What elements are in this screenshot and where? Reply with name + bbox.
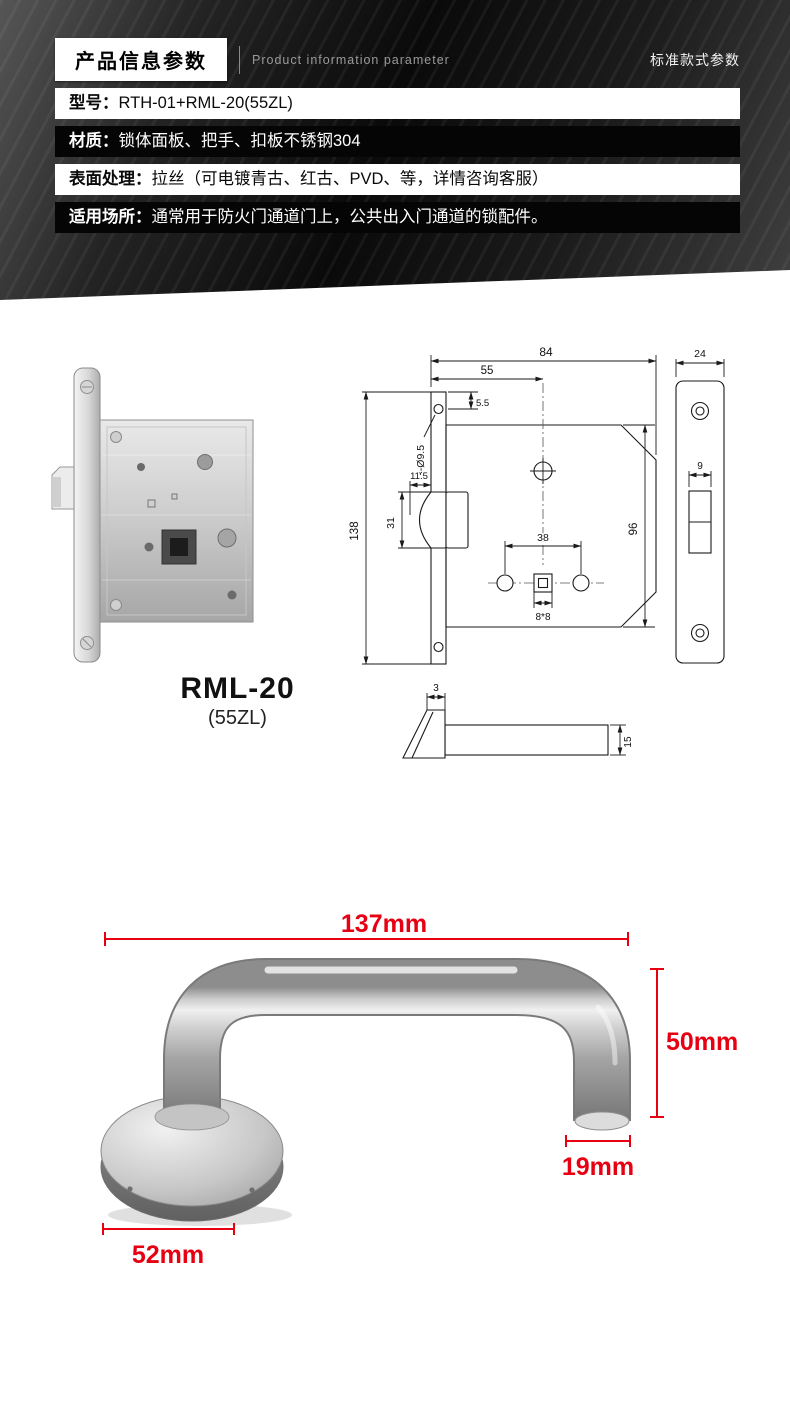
latch-profile: [419, 491, 447, 549]
handle-photo-section: 137mm 50mm 19mm 52mm: [0, 895, 790, 1401]
lock-case-photo: [99, 419, 254, 623]
latch-side-view: 3 15: [402, 682, 636, 759]
technical-drawings-section: 84 55 5.5 3-Ø9.5 11.5 31: [0, 295, 790, 895]
spec-label: 适用场所：: [69, 208, 152, 226]
handle-photo-svg: 137mm 50mm 19mm 52mm: [100, 910, 738, 1269]
header-divider: [239, 45, 240, 74]
spec-value: 锁体面板、把手、扣板不锈钢304: [118, 132, 361, 150]
dim-backset: 55: [481, 365, 494, 377]
dim-latch-height: 31: [385, 517, 397, 529]
handle-dimensions: 137mm 50mm 19mm 52mm: [102, 910, 738, 1269]
banner: 产品信息参数 Product information parameter 标准款…: [0, 0, 790, 300]
dim-tube-diameter: 19mm: [562, 1153, 634, 1181]
handle-rose: [100, 1095, 284, 1222]
neck-collar: [154, 1103, 230, 1131]
handle-lever: [154, 958, 631, 1131]
faceplate-photo: [73, 367, 101, 663]
tube-end-cap: [574, 1111, 630, 1131]
latch-tail-outline: [444, 724, 609, 756]
banner-header: 产品信息参数 Product information parameter 标准款…: [55, 38, 740, 81]
latch-nose-outline: [402, 709, 446, 759]
spec-row-finish: 表面处理：拉丝（可电镀青古、红古、PVD、等，详情咨询客服）: [55, 164, 740, 195]
dim-top-hole-offset: 5.5: [476, 398, 489, 409]
spindle-square: [533, 573, 553, 593]
dim-spindle-square: 8*8: [535, 612, 550, 623]
dim-handle-length: 137mm: [341, 910, 427, 938]
dim-latch-throw: 3: [433, 683, 439, 694]
dim-faceplate-height: 138: [349, 521, 361, 540]
spec-value: RTH-01+RML-20(55ZL): [118, 94, 293, 112]
dim-strike-slot: 9: [697, 461, 703, 472]
spec-label: 表面处理：: [69, 170, 152, 188]
spec-row-application: 适用场所：通常用于防火门通道门上，公共出入门通道的锁配件。: [55, 202, 740, 233]
technical-drawings-svg: 84 55 5.5 3-Ø9.5 11.5 31: [51, 344, 725, 759]
standard-style-note: 标准款式参数: [650, 51, 740, 68]
lock-case-outline: [445, 424, 657, 628]
dim-latch-depth: 11.5: [410, 471, 428, 482]
model-name: RML-20: [180, 672, 295, 705]
dim-face-holes: 3-Ø9.5: [415, 445, 427, 477]
dim-strike-width: 24: [694, 348, 706, 360]
spec-list: 型号：RTH-01+RML-20(55ZL) 材质：锁体面板、把手、扣板不锈钢3…: [55, 88, 740, 240]
dim-hole-spacing: 38: [537, 532, 549, 544]
lock-body-drawing: 84 55 5.5 3-Ø9.5 11.5 31: [348, 344, 657, 665]
dim-total-width: 84: [539, 345, 553, 359]
spec-row-model: 型号：RTH-01+RML-20(55ZL): [55, 88, 740, 119]
dim-latch-thickness: 15: [623, 736, 634, 748]
strike-plate-drawing: 24 9: [675, 347, 725, 664]
dim-case-height: 96: [628, 523, 640, 536]
spec-value: 通常用于防火门通道门上，公共出入门通道的锁配件。: [151, 208, 548, 226]
dim-handle-height: 50mm: [666, 1028, 738, 1056]
model-variant: (55ZL): [208, 707, 267, 729]
spec-label: 型号：: [69, 94, 119, 112]
lock-body-photo: [51, 367, 254, 663]
page-title: 产品信息参数: [55, 38, 227, 81]
dim-rose-diameter: 52mm: [132, 1241, 204, 1269]
spec-row-material: 材质：锁体面板、把手、扣板不锈钢304: [55, 126, 740, 157]
spec-value: 拉丝（可电镀青古、红古、PVD、等，详情咨询客服）: [151, 170, 549, 188]
page-subtitle-en: Product information parameter: [252, 52, 450, 67]
spec-label: 材质：: [69, 132, 119, 150]
